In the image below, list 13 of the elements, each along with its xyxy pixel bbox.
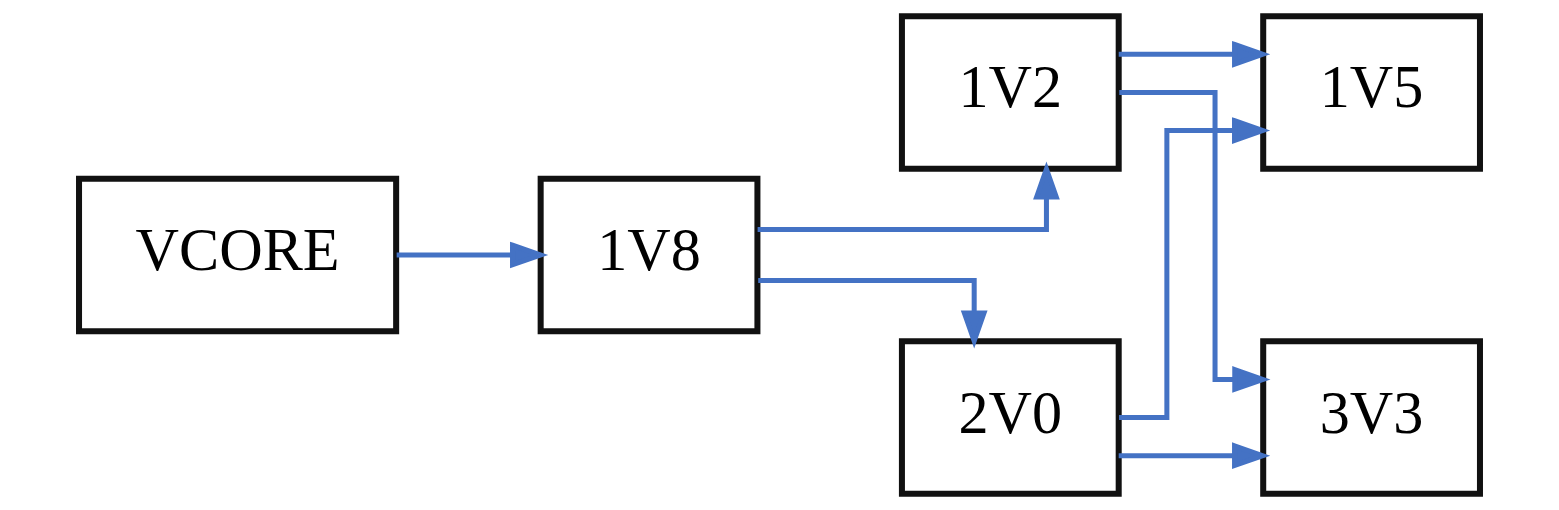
node-box: 1V2	[898, 13, 1122, 172]
node-box: 1V8	[537, 175, 761, 335]
arrow	[1118, 40, 1271, 68]
node-box: 1V5	[1260, 13, 1483, 172]
arrow	[758, 277, 988, 349]
node-box: VCORE	[76, 175, 400, 335]
arrow	[757, 161, 1060, 233]
arrow	[1118, 442, 1271, 470]
arrow	[1119, 117, 1271, 421]
node-box: 2V0	[898, 338, 1122, 497]
arrow	[1119, 89, 1271, 393]
node-box: 3V3	[1260, 338, 1483, 497]
arrow	[396, 241, 549, 269]
